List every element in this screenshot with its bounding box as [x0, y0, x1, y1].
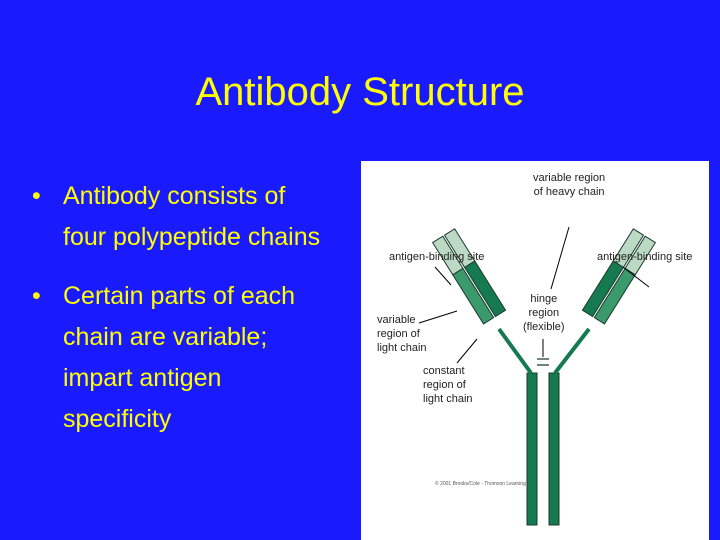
slide-title: Antibody Structure: [195, 70, 525, 114]
label-antigen-site-right: antigen-binding site: [597, 251, 693, 263]
label-hinge: hinge region (flexible): [523, 293, 565, 333]
heavy-chain-constant-right: [581, 260, 625, 318]
label-antigen-site-left: antigen-binding site: [389, 251, 485, 263]
bullet-list: •Antibody consists of four polypeptide c…: [32, 176, 332, 458]
antibody-diagram: [418, 226, 657, 526]
bullet-icon: •: [32, 182, 41, 210]
hinge-segment-right: [553, 327, 591, 375]
heavy-chain-stem-right: [548, 372, 560, 526]
light-chain-constant-left: [452, 267, 495, 325]
label-variable-heavy: variable region of heavy chain: [533, 172, 606, 198]
leader-line-antigen-site-left: [434, 266, 452, 286]
heavy-chain-stem-left: [526, 372, 538, 526]
leader-line-variable-heavy: [550, 226, 570, 290]
heavy-chain-constant-left: [463, 260, 507, 318]
label-constant-light: constant region of light chain: [423, 365, 473, 405]
hinge-segment-left: [497, 327, 533, 375]
label-variable-light: variable region of light chain: [377, 314, 427, 354]
light-chain-constant-right: [593, 267, 636, 325]
leader-line-variable-light: [418, 310, 458, 324]
antibody-figure: variable region of heavy chain antigen-b…: [361, 161, 709, 540]
copyright-credit: © 2001 Brooks/Cole - Thomson Learning: [435, 481, 526, 487]
leader-line-constant-light: [456, 338, 478, 364]
leader-line-antigen-site-right: [622, 266, 650, 288]
bullet-item: •Antibody consists of four polypeptide c…: [32, 176, 332, 258]
bullet-icon: •: [32, 282, 41, 310]
disulfide-bridge: [537, 358, 549, 366]
bullet-item: •Certain parts of each chain are variabl…: [32, 276, 332, 440]
